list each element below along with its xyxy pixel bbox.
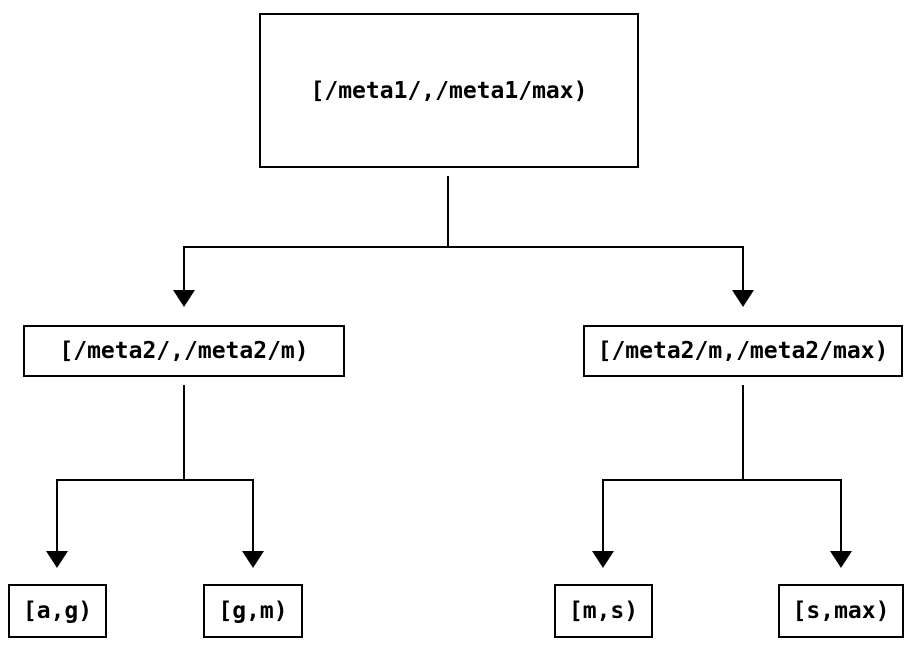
tree-node-leaf-gm: [g,m) <box>203 584 303 638</box>
connector-right-drop-ms <box>602 479 604 551</box>
connector-right-drop-smax <box>840 479 842 551</box>
connector-left-spreader <box>56 479 254 481</box>
connector-root-spreader <box>183 246 744 248</box>
arrowhead-down-icon <box>592 551 614 568</box>
tree-node-right-child: [/meta2/m,/meta2/max) <box>583 325 903 377</box>
tree-node-leaf-ms: [m,s) <box>554 584 653 638</box>
connector-left-drop-gm <box>252 479 254 551</box>
arrowhead-down-icon <box>732 290 754 307</box>
arrowhead-down-icon <box>46 551 68 568</box>
connector-root-stem <box>447 176 449 247</box>
connector-left-drop-ag <box>56 479 58 551</box>
arrowhead-down-icon <box>242 551 264 568</box>
tree-node-leaf-ag: [a,g) <box>8 584 107 638</box>
connector-root-right-drop <box>742 246 744 290</box>
tree-node-left-child: [/meta2/,/meta2/m) <box>23 325 345 377</box>
arrowhead-down-icon <box>173 290 195 307</box>
arrowhead-down-icon <box>830 551 852 568</box>
connector-right-stem <box>742 385 744 481</box>
tree-node-leaf-smax: [s,max) <box>778 584 904 638</box>
connector-root-left-drop <box>183 246 185 290</box>
tree-node-root: [/meta1/,/meta1/max) <box>259 13 639 168</box>
connector-right-spreader <box>602 479 842 481</box>
connector-left-stem <box>183 385 185 481</box>
